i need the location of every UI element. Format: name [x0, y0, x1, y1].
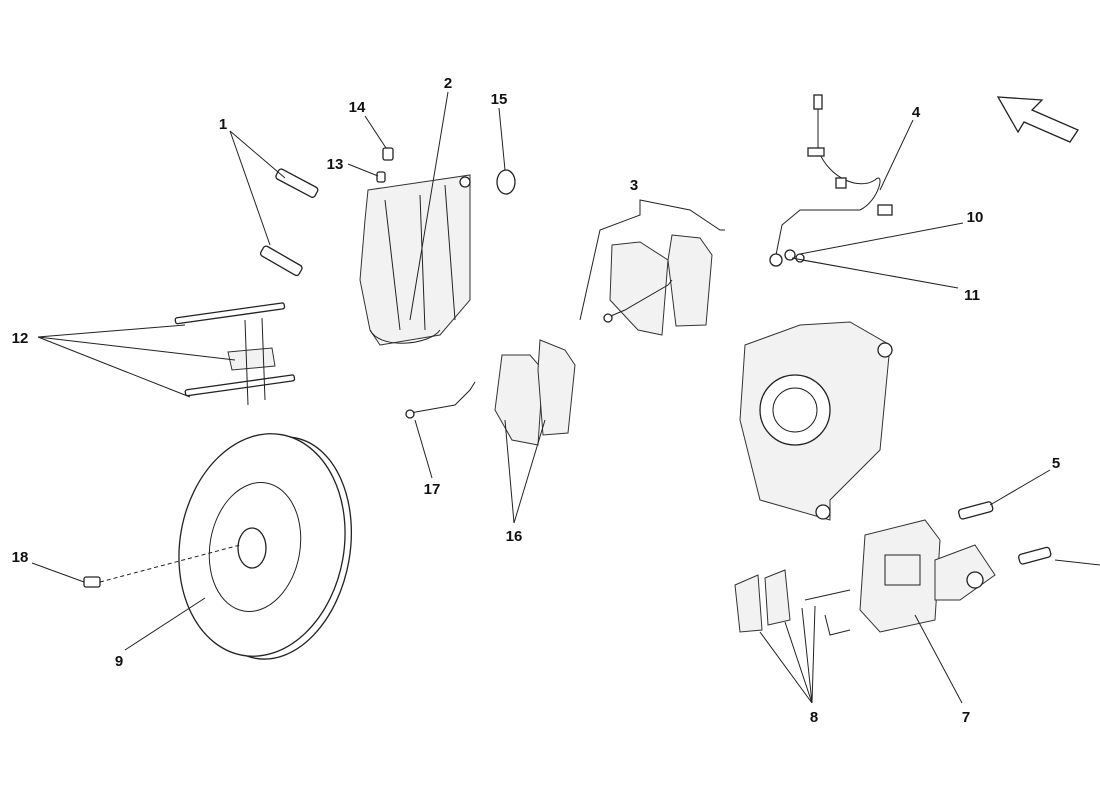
seal-ring-part-15: [496, 169, 516, 195]
callout-9: 9: [115, 653, 123, 670]
callout-11: 11: [964, 287, 980, 304]
wear-sensor-part-17: [405, 381, 476, 419]
rear-pads-part-8: [734, 569, 851, 636]
bleed-screw-part-14: [382, 147, 394, 161]
bolt-part-1: [259, 168, 319, 277]
rear-caliper-part-7: [859, 519, 996, 633]
brake-pads-part-16: [494, 339, 576, 446]
callout-4: 4: [912, 104, 921, 121]
callout-14: 14: [349, 99, 366, 116]
banjo-bolt-part-10-11: [769, 249, 805, 267]
leader-lines: [31, 91, 1100, 704]
callout-2: 2: [444, 75, 452, 92]
callout-18: 18: [12, 549, 29, 566]
bolt-part-6: [1018, 546, 1052, 565]
callout-17: 17: [424, 481, 441, 498]
direction-arrow-icon: [996, 96, 1079, 143]
callout-13: 13: [327, 156, 344, 173]
hub-carrier: [739, 321, 893, 521]
callout-3: 3: [630, 177, 638, 194]
brake-pads-part-3: [603, 234, 713, 336]
front-caliper-part-2: [359, 174, 471, 346]
callout-7: 7: [962, 709, 970, 726]
valve-part-13: [376, 171, 386, 183]
callout-16: 16: [506, 528, 523, 545]
callout-5: 5: [1052, 455, 1060, 472]
callout-12: 12: [12, 330, 29, 347]
callout-8: 8: [810, 709, 818, 726]
pins-spring-part-12: [174, 302, 296, 406]
screw-part-18: [83, 576, 101, 588]
callout-15: 15: [491, 91, 508, 108]
brake-disc-part-9: [178, 433, 353, 660]
bolt-part-5: [958, 501, 994, 520]
brake-hose-part-4: [775, 94, 893, 256]
callout-10: 10: [967, 209, 984, 226]
callout-1: 1: [219, 116, 227, 133]
